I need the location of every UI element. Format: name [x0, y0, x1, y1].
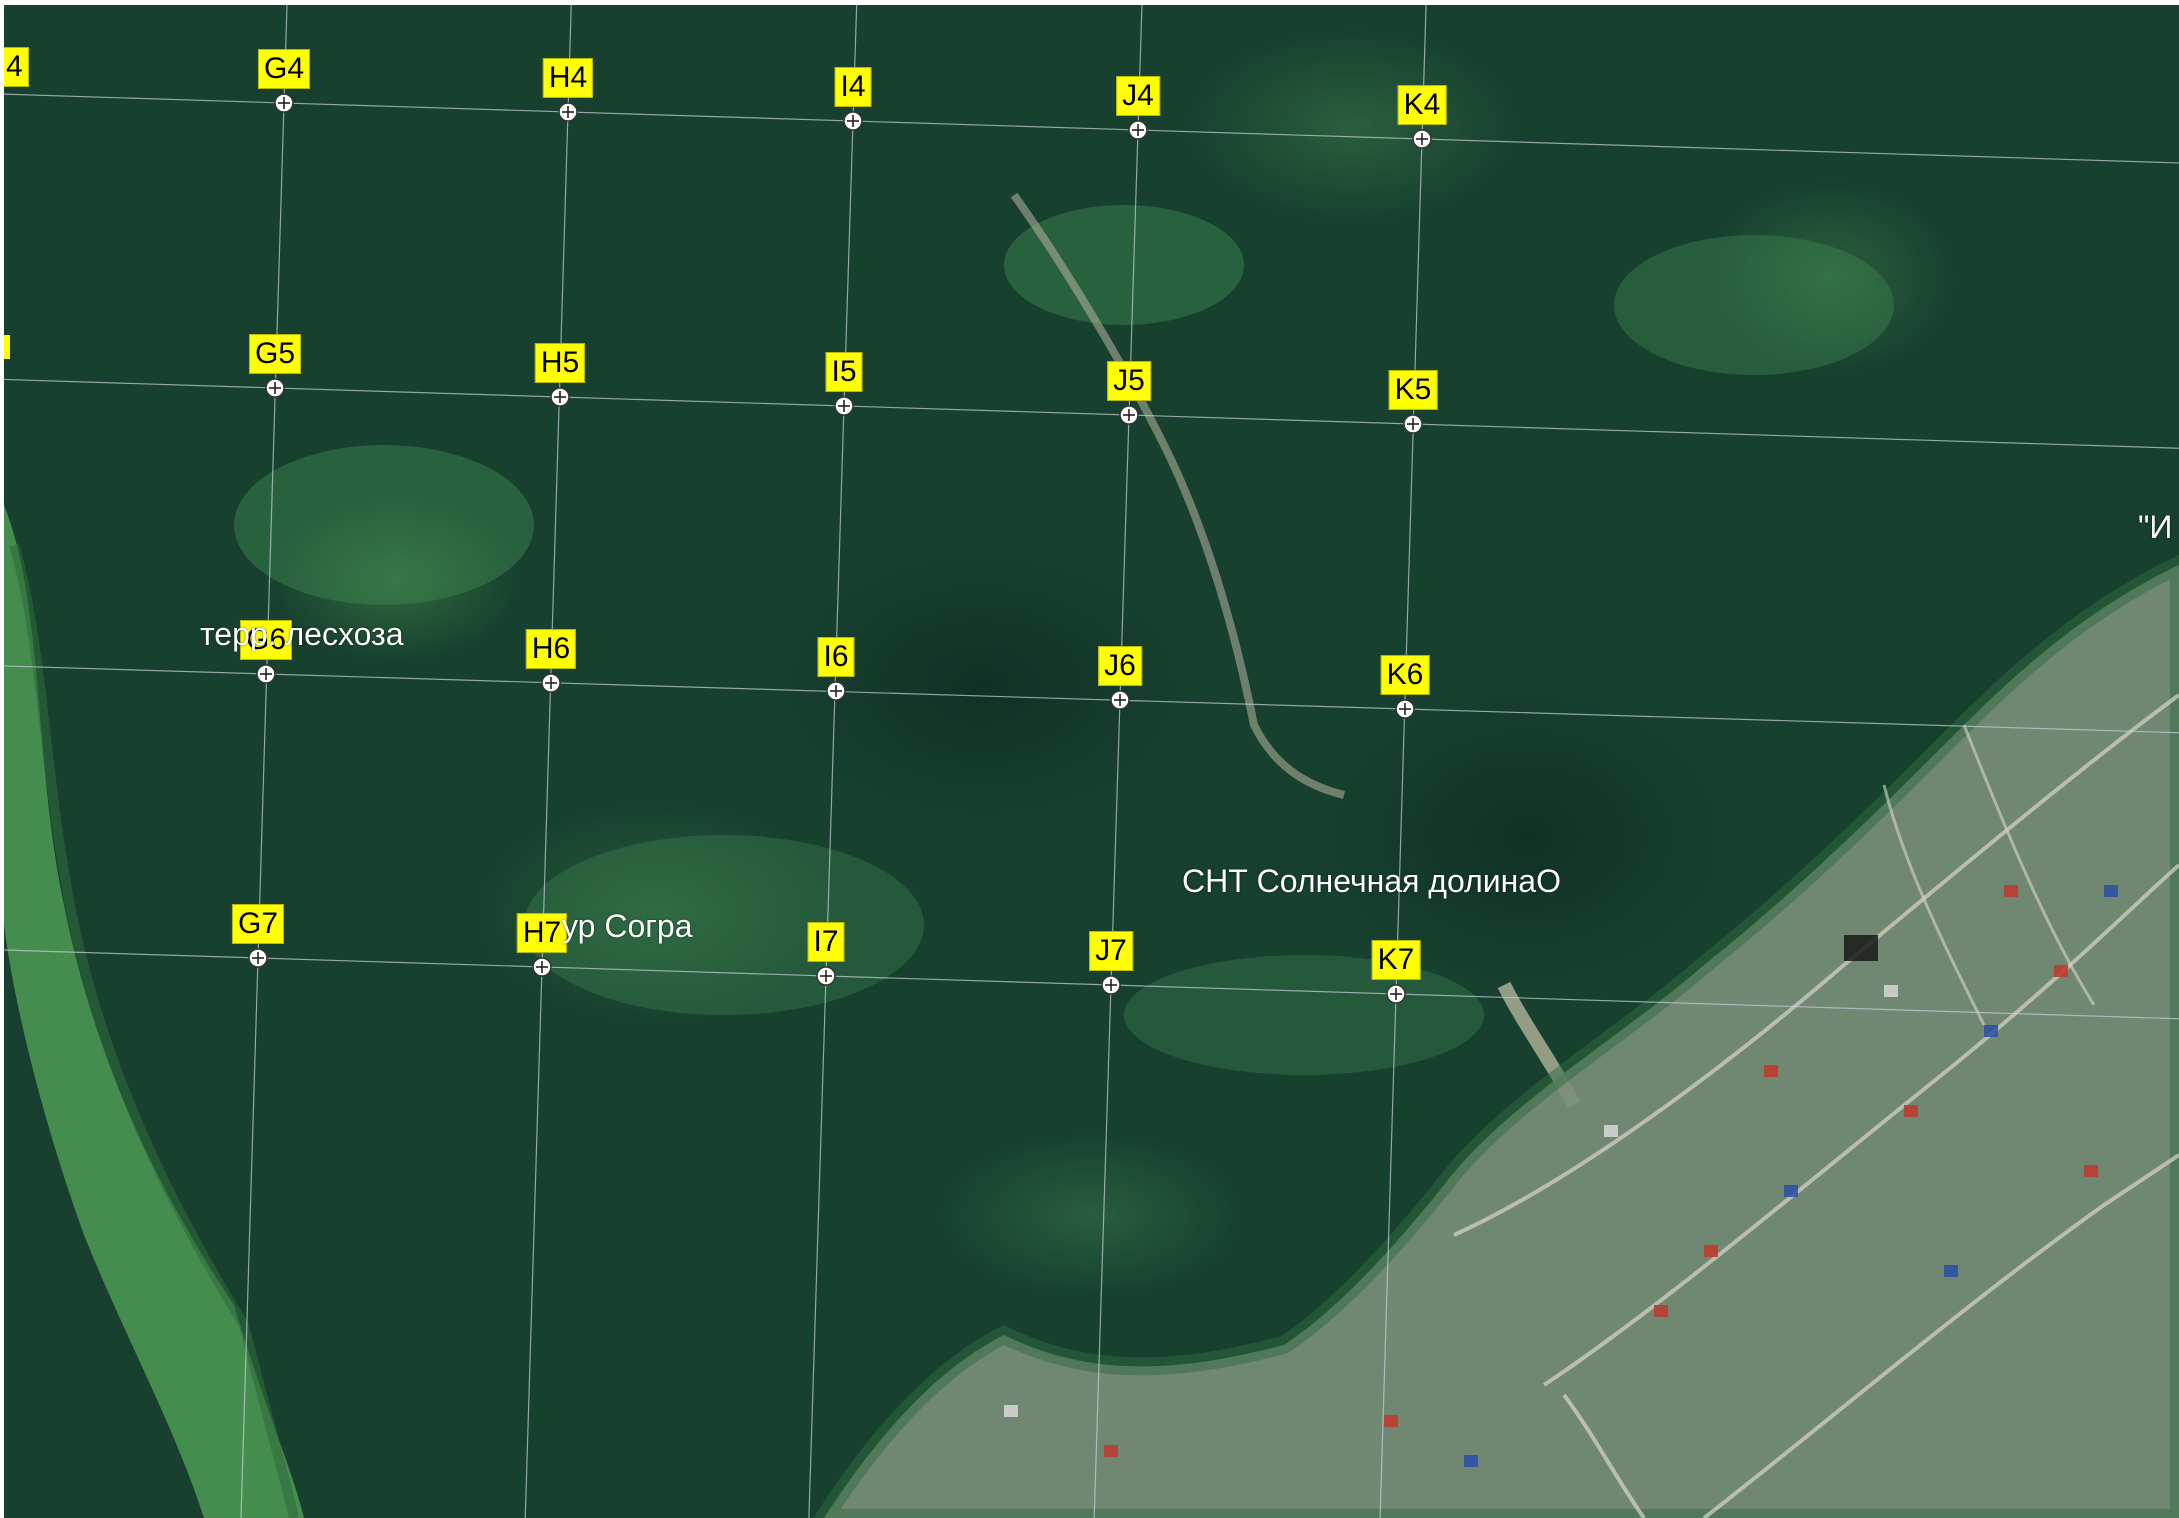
settlement-street — [1962, 724, 2096, 1006]
terrain-layer — [4, 192, 2179, 1518]
grid-marker-j7[interactable] — [1101, 975, 1121, 995]
grid-row-line-5 — [4, 378, 2179, 449]
grid-marker-j6[interactable] — [1110, 690, 1130, 710]
grid-marker-i7[interactable] — [816, 966, 836, 986]
grid-label-j6: J6 — [1098, 646, 1142, 686]
grid-col-line-I — [808, 5, 858, 1518]
forest-track — [1010, 192, 1345, 799]
grid-lines — [4, 5, 2179, 1518]
settlement-street — [1562, 1393, 1646, 1518]
grid-label-j4: J4 — [1116, 76, 1160, 116]
grid-label-g7: G7 — [231, 904, 285, 944]
grid-marker-g6[interactable] — [256, 664, 276, 684]
place-label-forestry-territory: терр. лесхоза — [200, 616, 404, 652]
grid-marker-g7[interactable] — [248, 948, 268, 968]
grid-marker-k7[interactable] — [1386, 984, 1406, 1004]
meadow-clearing — [1614, 235, 1894, 375]
meadow-clearing — [234, 445, 534, 605]
grid-label-k4: K4 — [1397, 85, 1447, 125]
grid-marker-i5[interactable] — [834, 396, 854, 416]
grid-marker-h5[interactable] — [550, 387, 570, 407]
settlement-street — [1702, 1153, 2179, 1518]
place-label-sogra-tract: ур Согра — [562, 908, 693, 944]
grid-marker-h6[interactable] — [541, 673, 561, 693]
grid-marker-h7[interactable] — [532, 957, 552, 977]
grid-col-line-K — [1379, 5, 1427, 1518]
grid-label-h6: H6 — [525, 629, 577, 669]
grid-marker-k6[interactable] — [1395, 699, 1415, 719]
grid-marker-j5[interactable] — [1119, 405, 1139, 425]
grid-label-k6: K6 — [1380, 655, 1430, 695]
grid-label-h4: H4 — [542, 58, 594, 98]
river-channel — [9, 543, 299, 1518]
grid-label-g6: G6 — [239, 620, 293, 660]
grid-label-partial: 4 — [4, 47, 29, 87]
grid-marker-i6[interactable] — [826, 681, 846, 701]
grid-row-line-7 — [4, 949, 2179, 1020]
settlement-roofs — [1004, 885, 2118, 1467]
grid-row-line-4 — [4, 93, 2179, 164]
grid-marker-j4[interactable] — [1128, 120, 1148, 140]
grid-marker-h4[interactable] — [558, 102, 578, 122]
grid-col-line-H — [524, 5, 572, 1518]
grid-marker-k4[interactable] — [1412, 129, 1432, 149]
grid-label-partial-stub — [4, 335, 10, 359]
meadow-clearing — [1004, 205, 1244, 325]
grid-label-h5: H5 — [534, 343, 586, 383]
settlement-street — [1453, 693, 2179, 1237]
grid-label-j7: J7 — [1089, 931, 1133, 971]
grid-label-g4: G4 — [257, 49, 311, 89]
grid-col-line-G — [240, 5, 288, 1518]
grid-label-g5: G5 — [248, 334, 302, 374]
grid-marker-g5[interactable] — [265, 378, 285, 398]
grid-col-line-J — [1093, 5, 1143, 1518]
settlement-street — [1882, 784, 1986, 1026]
grid-row-line-6 — [4, 665, 2179, 734]
grid-label-i6: I6 — [817, 637, 855, 677]
grid-label-i4: I4 — [834, 67, 872, 107]
grid-label-j5: J5 — [1107, 361, 1151, 401]
place-label-snt-solnechnaya: СНТ Солнечная долинаО — [1182, 863, 1561, 899]
grid-label-k5: K5 — [1388, 370, 1438, 410]
place-label-edge-fragment: "И — [2138, 509, 2173, 545]
grid-label-k7: K7 — [1371, 940, 1421, 980]
grid-label-i5: I5 — [825, 352, 863, 392]
settlement-street — [1542, 863, 2179, 1387]
settlement-area — [824, 565, 2179, 1518]
grid-marker-i4[interactable] — [843, 111, 863, 131]
grid-label-i7: I7 — [807, 922, 845, 962]
grid-label-h7: H7 — [516, 913, 568, 953]
river-meadow — [4, 505, 304, 1518]
grid-marker-g4[interactable] — [274, 93, 294, 113]
grid-marker-k5[interactable] — [1403, 414, 1423, 434]
